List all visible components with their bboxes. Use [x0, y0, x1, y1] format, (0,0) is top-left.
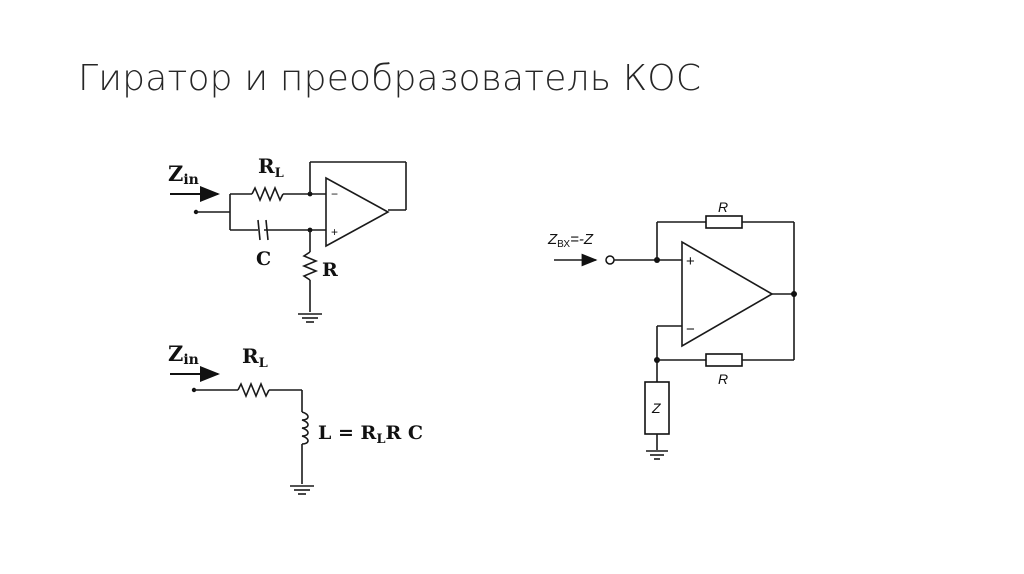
ground-icon [646, 450, 668, 460]
ground-icon [290, 485, 314, 495]
gyrator-c-label: C [256, 248, 271, 270]
resistor-r-top [705, 215, 743, 229]
nic-r-bottom-label: R [718, 371, 728, 387]
inductance-formula: L = RLR C [318, 422, 423, 447]
slide-title: Гиратор и преобразователь КОС [78, 58, 702, 99]
nic-z-label: Z [651, 400, 661, 416]
resistor-rl [237, 381, 270, 399]
opamp-plus-label: + [331, 225, 338, 239]
ground-icon [298, 313, 322, 323]
resistor-r [301, 251, 319, 281]
gyrator-opamp [325, 176, 390, 248]
capacitor-plate [257, 219, 261, 241]
resistor-rl [251, 185, 284, 203]
inductor-icon [301, 411, 309, 445]
opamp-minus-label: − [331, 187, 338, 201]
impedance-z [644, 381, 670, 435]
equivalent-circuit: Zin RL L = RLR C [168, 341, 423, 495]
nic-zin-label: ZВХ=-Z [547, 231, 594, 250]
gyrator-zin-label: Zin [168, 161, 199, 188]
nic-r-top-label: R [718, 199, 728, 215]
opamp-plus-label: + [686, 253, 695, 270]
equivalent-rl-label: RL [242, 344, 268, 371]
opamp-minus-label: − [686, 321, 695, 338]
nic-opamp [681, 240, 774, 348]
gyrator-circuit: Zin − + [168, 154, 407, 323]
gyrator-r-label: R [322, 259, 338, 281]
equivalent-zin-label: Zin [168, 341, 199, 368]
gyrator-rl-label: RL [258, 154, 284, 181]
input-terminal [605, 255, 615, 265]
nic-circuit: ZВХ=-Z + − R [547, 199, 797, 460]
resistor-r-bottom [705, 353, 743, 367]
